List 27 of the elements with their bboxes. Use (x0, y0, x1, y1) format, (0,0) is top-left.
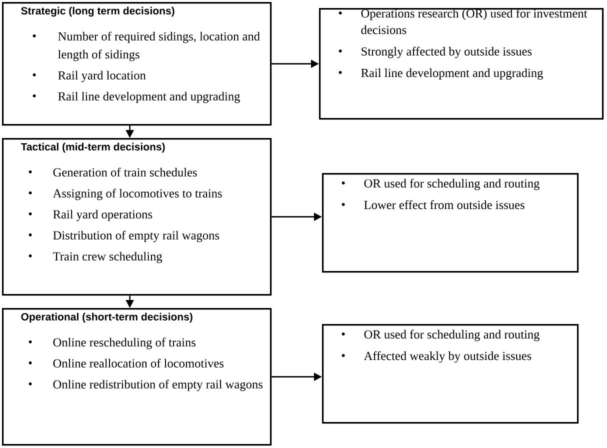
bullet-item: Online redistribution of empty rail wagons (53, 380, 262, 392)
decision-level-box (2, 2, 272, 126)
note-box (319, 8, 604, 120)
bullet-item: Rail yard location (58, 70, 146, 82)
bullet-item: Assigning of locomotives to trains (52, 188, 222, 200)
bullet-item: OR used for scheduling and routing (364, 178, 540, 190)
bullet-item: Rail line development and upgrading (361, 68, 543, 80)
bullet-item: Online rescheduling of trains (53, 338, 196, 350)
heading: Strategic (long term decisions) (21, 6, 174, 17)
note-box (322, 324, 579, 424)
note-box (322, 173, 579, 273)
decision-level-box (2, 138, 272, 296)
bullet-item: Generation of train schedules (53, 168, 197, 177)
bullet-item: Online reallocation of locomotives (53, 358, 224, 368)
bullet-item: Train crew scheduling (53, 252, 162, 264)
bullet-item: Rail line development and upgrading (58, 92, 240, 104)
bullet-item: OR used for scheduling and routing (364, 330, 540, 342)
bullet-item: Rail yard operations (53, 210, 152, 222)
bullet-item: Number of required sidings, location and length of sidings (58, 32, 260, 62)
bullet-item: Strongly affected by outside issues (362, 46, 532, 58)
bullet-item: Lower effect from outside issues (364, 200, 524, 210)
bullet-item: Operations research (OR) used for investment decisions (361, 8, 588, 34)
bullet-item: Affected weakly by outside issues (364, 351, 532, 363)
heading: Operational (short-term decisions) (21, 312, 192, 323)
bullet-item: Distribution of empty rail wagons (53, 230, 220, 242)
decision-level-box (2, 308, 272, 446)
heading: Tactical (mid-term decisions) (20, 142, 165, 153)
